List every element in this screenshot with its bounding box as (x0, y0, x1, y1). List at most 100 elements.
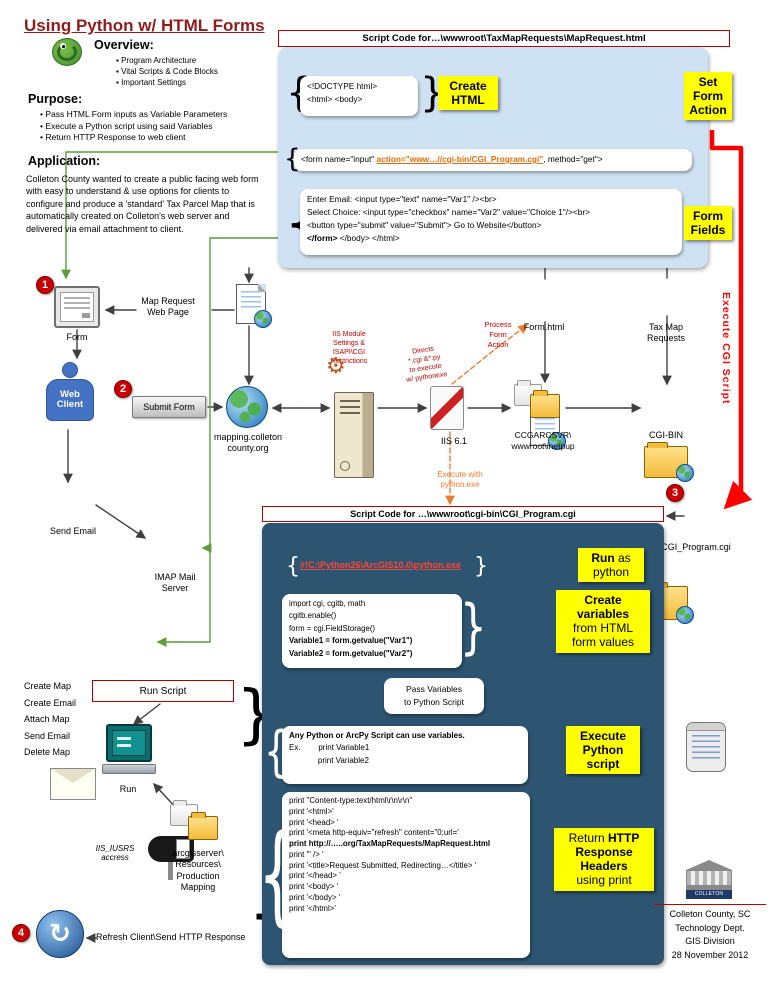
footer-line: Colleton County, SC (669, 909, 751, 919)
purpose-item: Return HTTP Response to web client (40, 132, 270, 144)
colleton-county-logo: COLLETON COUNTY (686, 860, 732, 899)
form-prefix: <form name="input" (301, 154, 377, 164)
cgi-script-header: Script Code for …\wwwroot\cgi-bin\CGI_Pr… (262, 506, 664, 522)
any-script-code: Any Python or ArcPy Script can use varia… (282, 726, 528, 784)
iis-iusrs-label: IIS_IUSRS accress (95, 844, 135, 862)
page-title: Using Python w/ HTML Forms (24, 16, 265, 35)
map-request-webpage-label: Map Request Web Page (141, 296, 195, 318)
webpage-document-icon (236, 284, 272, 328)
brace-left (286, 554, 300, 579)
mapping-site-globe-icon (226, 386, 268, 428)
brace-right (474, 554, 488, 579)
cgi-program-scroll-icon (686, 722, 726, 772)
globe-icon (548, 432, 566, 450)
task-item: Send Email (24, 730, 71, 741)
code-line: print '" /> ' (289, 849, 324, 859)
form-label: Form (66, 332, 88, 342)
code-line: print '<html>' (289, 806, 334, 816)
arcgisserver-path-label: arcgisserver\ Resources\ Production Mapp… (172, 848, 224, 892)
code-line: Ex. print Variable1 print Variable2 (289, 743, 370, 766)
application-heading: Application: (28, 154, 101, 168)
code-line: cgitb.enable() (289, 611, 337, 621)
footer-line: Technology Dept. (675, 922, 745, 933)
form-field-line: </form> </body> </html> (307, 232, 400, 243)
code-line: print '</body> ' (289, 892, 341, 902)
globe-icon (676, 464, 694, 482)
code-line: print '<body> ' (289, 882, 339, 891)
ccgarcsvr-label: CCGARCSVR\ wwwroot\inetpup (511, 430, 575, 452)
code-line: Variable2 = form.getvalue("Var2") (289, 648, 413, 658)
application-text: Colleton County wanted to create a publi… (26, 174, 259, 234)
imap-mail-server-label: IMAP Mail Server (154, 572, 196, 594)
code-line: print '</head> ' (289, 871, 341, 881)
form-html-label: Form.html (523, 322, 565, 332)
gear-icon (326, 354, 346, 379)
cgi-program-label: CGI_Program.cgi (661, 542, 731, 552)
code-line: Variable1 = form.getvalue("Var1") (289, 636, 413, 646)
doctype-code: <!DOCTYPE html> <html> <body> (300, 76, 418, 116)
variables-code: import cgi, cgitb, math cgitb.enable() f… (282, 594, 462, 668)
form-action-code: <form name="input" action="www…//cgi-bin… (294, 149, 692, 171)
arcgisserver-folders-icon (170, 800, 224, 844)
create-html-label: Create HTML (438, 76, 498, 111)
iis-server-icon (334, 392, 374, 478)
step-4-badge: 4 (12, 924, 30, 942)
python-logo-icon (52, 38, 84, 68)
form-field-line: Select Choice: <input type="checkbox" na… (307, 206, 590, 217)
purpose-item: Pass HTML Form inputs as Variable Parame… (40, 109, 270, 121)
doctype-code-text: <!DOCTYPE html> <html> <body> (307, 81, 378, 104)
refresh-icon (36, 910, 84, 958)
code-line: import cgi, cgitb, math (289, 599, 366, 608)
submit-form-button: Submit Form (132, 396, 206, 418)
form-field-line: Enter Email: <input type="text" name="Va… (307, 194, 497, 204)
form-fields-code: Enter Email: <input type="text" name="Va… (300, 189, 682, 255)
run-label: Run (119, 784, 137, 794)
code-line: print '</html>' (289, 903, 336, 913)
email-envelope-icon (50, 768, 96, 800)
print-code: print "Content-type:text/html\r\n\r\n" p… (282, 792, 530, 958)
mapping-site-label: mapping.colleton county.org (213, 432, 283, 454)
execute-cgi-script-label: Execute CGI Script (720, 292, 732, 405)
purpose-item: Execute a Python script using said Varia… (40, 121, 270, 133)
task-item: Attach Map (24, 714, 70, 725)
code-line: print '<meta http-equiv="refresh" conten… (289, 828, 459, 838)
footer-credits: Colleton County, SC Technology Dept. GIS… (654, 904, 766, 962)
send-email-label: Send Email (49, 526, 97, 536)
web-client-icon: Web Client (46, 362, 94, 421)
task-item: Create Email (24, 697, 77, 708)
execute-with-python-note: Execute with python.exe (437, 470, 483, 490)
globe-icon (676, 606, 694, 624)
footer-line: 28 November 2012 (671, 949, 749, 960)
run-as-python-label: Run as python (578, 548, 644, 583)
form-icon (54, 286, 100, 328)
brace-right (460, 592, 487, 662)
inetpub-folders-icon (514, 380, 564, 420)
form-action-url: action="www…//cgi-bin/CGI_Program.cgi" (376, 154, 544, 164)
person-head (62, 362, 78, 378)
form-field-line: <button type="submit" value="Submit"> Go… (307, 219, 542, 230)
isapi-filter-icon (430, 386, 464, 430)
code-line: Any Python or ArcPy Script can use varia… (289, 731, 465, 740)
cgi-bin-label: CGI-BIN (648, 430, 683, 440)
code-line: print http://…..org/TaxMapRequests/MapRe… (289, 839, 491, 848)
directs-cgi-note: Directs *.cgi &*.py to execute w/ python… (405, 345, 448, 384)
return-http-label: Return HTTP Response Headers using print (554, 828, 654, 891)
code-line: form = cgi.FieldStorage() (289, 623, 376, 633)
overview-heading: Overview: (94, 38, 154, 52)
create-variables-label: Create variables from HTML form values (556, 590, 650, 653)
step-2-badge: 2 (114, 380, 132, 398)
mailbox-icon (148, 836, 202, 884)
form-suffix: , method="get"> (543, 154, 603, 164)
run-computer-icon (102, 724, 156, 774)
html-script-header: Script Code for…\wwwroot\TaxMapRequests\… (278, 30, 730, 47)
task-item: Delete Map (24, 747, 71, 758)
task-item: Create Map (24, 681, 72, 691)
run-script-box: Run Script (92, 680, 234, 702)
footer-line: GIS Division (685, 936, 735, 946)
pass-variables-note: Pass Variables to Python Script (384, 678, 484, 714)
purpose-heading: Purpose: (28, 92, 83, 106)
shebang-line: #!C:\Python26\ArcGIS10.0\python.exe (300, 560, 462, 570)
step-3-badge: 3 (666, 484, 684, 502)
code-line: print '<title>Request Submitted, Redirec… (289, 860, 477, 870)
